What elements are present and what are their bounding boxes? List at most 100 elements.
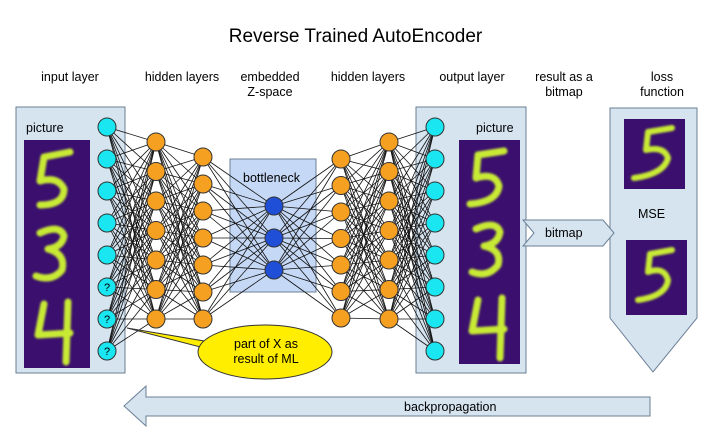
- callout-text: part of X as result of ML: [233, 337, 299, 366]
- connection-edge: [388, 141, 436, 256]
- loss-digit-image-top: [624, 119, 685, 189]
- connection-edge: [388, 230, 436, 320]
- connection-edge: [155, 183, 204, 261]
- connection-edge: [106, 222, 157, 320]
- connection-edge: [273, 237, 342, 239]
- connection-edge: [340, 171, 390, 213]
- connection-edge: [340, 211, 390, 261]
- connection-edge: [155, 210, 204, 320]
- connection-edge: [273, 205, 342, 213]
- connection-edge: [106, 158, 157, 290]
- backpropagation-label: backpropagation: [404, 400, 497, 414]
- connection-edge: [388, 171, 436, 224]
- connection-edge: [273, 158, 342, 271]
- input-layer-heading: input layer: [41, 70, 99, 84]
- connection-edge: [388, 141, 436, 224]
- input-digit-image: [24, 140, 90, 368]
- hidden4-neuron: [379, 221, 399, 240]
- connection-edge: [340, 185, 390, 290]
- connection-edge: [340, 211, 390, 290]
- connection-edge: [202, 205, 275, 320]
- connection-edge: [340, 238, 390, 290]
- bitmap-arrow-label: bitmap: [545, 226, 583, 240]
- connection-edge: [106, 190, 157, 231]
- connection-edge: [202, 183, 275, 239]
- bitmap-arrow: [521, 219, 615, 247]
- connection-edge: [106, 230, 157, 288]
- connection-edge: [106, 126, 157, 261]
- connection-edge: [202, 269, 275, 320]
- backpropagation-arrow: [123, 384, 651, 428]
- connection-edge: [273, 211, 342, 271]
- hidden2-neuron: [193, 309, 213, 329]
- connection-edge: [155, 156, 204, 202]
- connection-edge: [388, 222, 436, 320]
- input-neuron: [97, 277, 117, 297]
- connection-edge: [106, 259, 157, 352]
- connection-edge: [273, 205, 342, 292]
- connection-edge: [340, 230, 390, 266]
- output-digit-image: [459, 140, 520, 364]
- connection-edge: [106, 171, 157, 224]
- connection-edge: [388, 254, 436, 320]
- hidden1-neuron: [146, 132, 166, 152]
- connection-edge: [106, 141, 157, 256]
- connection-edge: [106, 222, 157, 261]
- connection-edge: [273, 238, 342, 271]
- connection-edge: [106, 286, 157, 320]
- connection-edge: [155, 200, 204, 239]
- hidden4-neuron: [379, 191, 399, 211]
- result-bitmap-heading: result as a bitmap: [535, 70, 593, 99]
- connection-edge: [106, 141, 157, 288]
- hidden2-neuron: [193, 147, 213, 167]
- connection-edge: [202, 183, 275, 207]
- network-edges: [106, 126, 436, 352]
- connection-edge: [388, 190, 436, 320]
- connection-edge: [273, 185, 342, 271]
- connection-edge: [388, 200, 436, 320]
- output-neuron: [425, 181, 445, 201]
- output-neuron: [425, 117, 445, 137]
- connection-edge: [155, 141, 204, 212]
- connection-edge: [106, 158, 157, 231]
- connection-edge: [155, 237, 204, 290]
- connection-edge: [340, 230, 390, 319]
- connection-edge: [388, 289, 436, 352]
- connection-edge: [106, 190, 157, 320]
- connection-edge: [340, 158, 390, 202]
- connection-edge: [340, 158, 390, 261]
- connection-edge: [273, 205, 342, 239]
- connection-edge: [340, 141, 390, 239]
- connection-edge: [340, 230, 390, 292]
- connection-edge: [155, 230, 204, 320]
- connection-edge: [388, 200, 436, 256]
- hidden1-neuron: [146, 221, 166, 240]
- bottleneck-neuron: [264, 260, 284, 280]
- bottleneck-neuron: [264, 228, 284, 248]
- connection-edge: [340, 171, 390, 266]
- connection-edge: [155, 237, 204, 320]
- connection-edge: [273, 237, 342, 292]
- connection-edge: [202, 210, 275, 239]
- connection-edge: [273, 264, 342, 271]
- connection-edge: [106, 190, 157, 261]
- connection-edge: [340, 259, 390, 292]
- hidden4-neuron: [379, 309, 399, 329]
- input-neuron: [97, 181, 117, 201]
- input-neuron: [97, 245, 117, 265]
- output-neuron: [425, 149, 445, 169]
- connection-edge: [273, 211, 342, 239]
- connection-edge: [388, 141, 436, 192]
- connection-edge: [155, 171, 204, 212]
- connection-edge: [273, 185, 342, 207]
- connection-edge: [106, 254, 157, 290]
- connection-edge: [388, 190, 436, 261]
- hidden3-neuron: [331, 255, 351, 275]
- connection-edge: [155, 210, 204, 290]
- connection-edge: [202, 237, 275, 293]
- connection-edge: [155, 200, 204, 266]
- connection-edge: [273, 237, 342, 266]
- connection-edge: [340, 141, 390, 266]
- hidden3-neuron: [331, 282, 351, 301]
